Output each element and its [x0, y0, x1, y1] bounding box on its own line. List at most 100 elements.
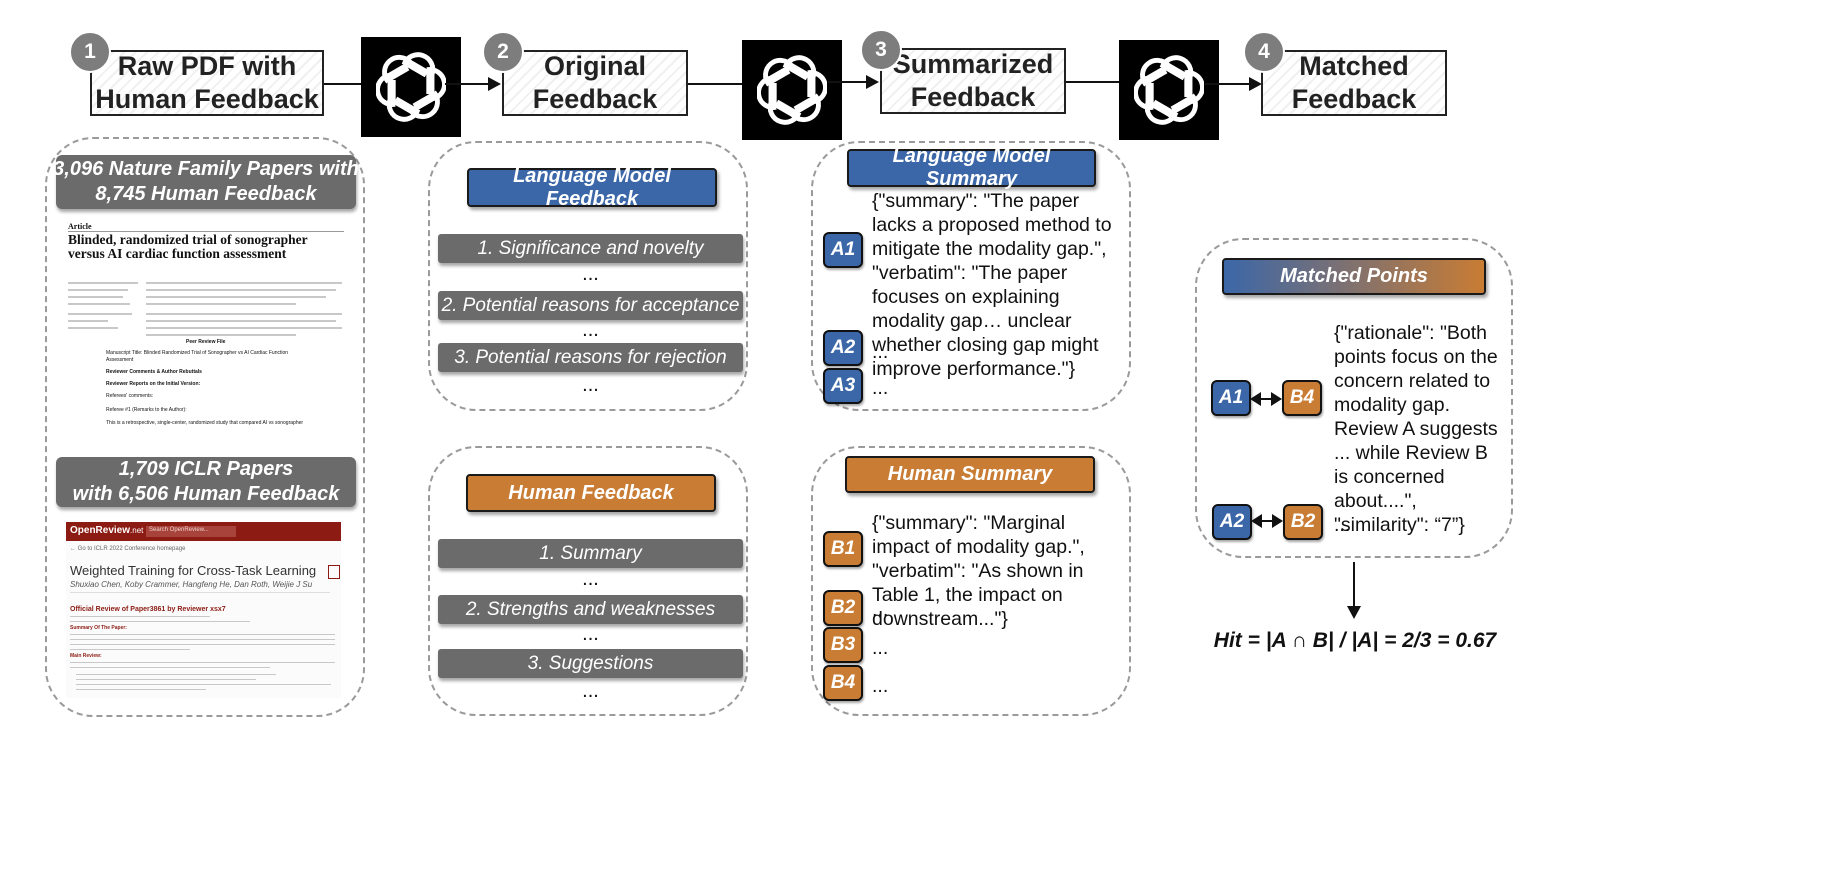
meta-line — [70, 592, 330, 593]
hit-formula: Hit = |A ∩ B| / |A| = 2/3 = 0.67 — [1213, 629, 1497, 652]
text-line — [76, 684, 331, 685]
text-line — [146, 282, 342, 284]
step-3-number: 3 — [860, 29, 902, 71]
openai-logo-icon — [1119, 40, 1219, 140]
text-line — [70, 644, 335, 645]
text-line — [70, 634, 335, 635]
point-b4-badge: B4 — [823, 665, 863, 701]
point-a2-badge: A2 — [823, 330, 863, 366]
down-connector — [1353, 562, 1355, 608]
lm-item-1: 1. Significance and novelty — [438, 234, 743, 263]
brand-name: OpenReview — [70, 525, 131, 536]
main-review-heading: Main Review: — [70, 653, 102, 659]
pair1-b-badge: B4 — [1282, 380, 1322, 416]
text-line — [70, 649, 190, 650]
text-line — [70, 667, 270, 668]
comments-label: Reviewer Comments & Author Rebuttals — [106, 369, 202, 375]
article-kind: Article — [68, 222, 92, 231]
pair1-a-badge: A1 — [1211, 380, 1251, 416]
openreview-thumbnail: OpenReview.net Search OpenReview... ← Go… — [66, 522, 341, 698]
rationale-text: {"rationale": "Both points focus on the … — [1334, 322, 1498, 536]
arrow-right-icon — [488, 77, 501, 91]
text-line — [146, 320, 336, 322]
human-summary-tag: Human Summary — [845, 456, 1095, 493]
referees-label: Referees' comments: — [106, 393, 154, 399]
openreview-header: OpenReview.net Search OpenReview... — [66, 522, 341, 541]
summary-heading: Summary Of The Paper: — [70, 625, 127, 631]
article-title: Blinded, randomized trial of sonographer… — [68, 232, 308, 261]
rule — [68, 231, 344, 232]
connector-line — [1205, 83, 1251, 85]
nature-dataset-tag: 3,096 Nature Family Papers with 8,745 Hu… — [53, 155, 359, 209]
openai-logo-icon — [361, 37, 461, 137]
text-line — [70, 621, 250, 622]
b3-ellipsis: ... — [872, 637, 889, 659]
text-line — [68, 303, 130, 305]
b4-ellipsis: ... — [872, 675, 889, 697]
arrow-right-icon — [866, 75, 879, 89]
text-line — [70, 662, 335, 663]
back-link[interactable]: ← Go to ICLR 2022 Conference homepage — [70, 546, 186, 552]
original-feedback-lm-panel — [428, 141, 748, 411]
arrow-left-icon — [1251, 514, 1262, 528]
text-line — [68, 313, 132, 315]
connector-line — [445, 83, 489, 85]
ellipsis: ... — [582, 263, 599, 285]
ellipsis: ... — [582, 319, 599, 341]
referee1-label: Referee #1 (Remarks to the Author): — [106, 407, 187, 413]
lm-item-3: 3. Potential reasons for rejection — [438, 343, 743, 372]
text-line — [146, 289, 336, 291]
openai-logo-icon — [742, 40, 842, 140]
manuscript-label: Manuscript Title: Blinded Randomized Tri… — [106, 350, 289, 363]
text-line — [146, 303, 296, 305]
text-line — [68, 320, 108, 322]
text-line — [146, 334, 296, 336]
peer-review-label: Peer Review File — [186, 339, 226, 345]
reports-label: Reviewer Reports on the Initial Version: — [106, 381, 201, 387]
human-feedback-tag: Human Feedback — [466, 474, 716, 512]
text-line — [76, 679, 256, 680]
human-item-3: 3. Suggestions — [438, 649, 743, 678]
text-line — [146, 327, 342, 329]
lm-summary-tag: Language Model Summary — [847, 145, 1096, 190]
point-b2-badge: B2 — [823, 590, 863, 626]
step-1-number: 1 — [69, 31, 111, 73]
human-summary-panel — [811, 446, 1131, 716]
pdf-icon[interactable] — [328, 565, 340, 579]
pair2-ellipsis: ... — [1334, 514, 1351, 536]
step-2-box: Original Feedback — [502, 50, 688, 116]
step-4-box: Matched Feedback — [1261, 50, 1447, 116]
paper-title: Weighted Training for Cross-Task Learnin… — [70, 563, 317, 578]
text-line — [76, 689, 206, 690]
search-placeholder: Search OpenReview... — [149, 527, 209, 533]
step-4-number: 4 — [1243, 31, 1285, 73]
review-body: This is a retrospective, single-center, … — [106, 420, 304, 426]
lm-feedback-tag: Language Model Feedback — [467, 165, 717, 210]
matched-points-panel — [1195, 238, 1513, 558]
raw-pdf-panel — [45, 137, 365, 717]
text-line — [68, 282, 138, 284]
iclr-dataset-tag: 1,709 ICLR Papers with 6,506 Human Feedb… — [56, 457, 356, 507]
point-b3-badge: B3 — [823, 627, 863, 663]
text-line — [70, 616, 210, 617]
text-line — [146, 313, 342, 315]
point-a3-badge: A3 — [823, 368, 863, 404]
human-item-1: 1. Summary — [438, 539, 743, 568]
point-b1-badge: B1 — [823, 531, 863, 567]
connector-line — [324, 83, 361, 85]
step-3-box: Summarized Feedback — [880, 48, 1066, 114]
matched-points-tag: Matched Points — [1222, 258, 1486, 295]
match-link — [1259, 520, 1278, 522]
b2-ellipsis: ... — [872, 599, 889, 621]
ellipsis: ... — [582, 680, 599, 702]
openai-logo-glyph — [1134, 55, 1204, 125]
arrow-down-icon — [1347, 606, 1361, 619]
point-a1-badge: A1 — [823, 232, 863, 268]
openreview-search[interactable]: Search OpenReview... — [146, 526, 236, 537]
text-line — [68, 289, 128, 291]
ellipsis: ... — [582, 623, 599, 645]
text-line — [68, 296, 123, 298]
step-2-number: 2 — [482, 31, 524, 73]
step-1-box: Raw PDF with Human Feedback — [90, 50, 324, 116]
a2-ellipsis: ... — [872, 341, 889, 363]
